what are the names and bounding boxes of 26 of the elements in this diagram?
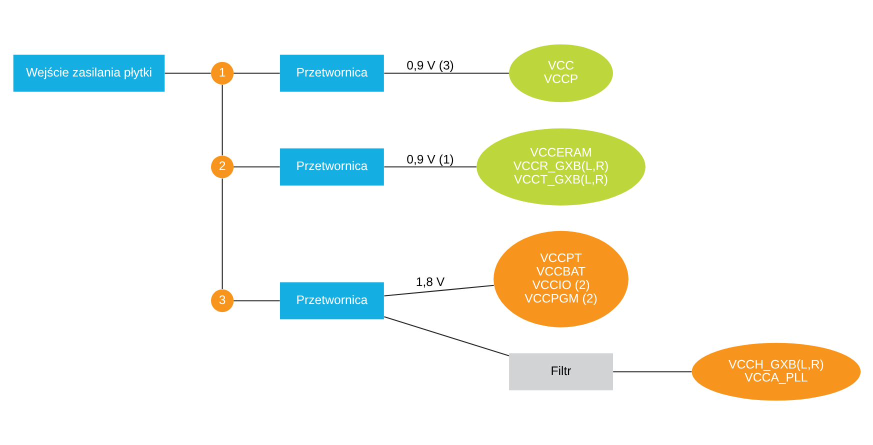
edge-label: 0,9 V (1) (406, 152, 454, 166)
connector (384, 316, 509, 356)
node-box: Wejście zasilania płytki (12, 54, 164, 92)
node-circle: 1 (210, 62, 234, 85)
node-box: Przetwornica (279, 282, 384, 320)
node-ellipse: VCCH_GXB(L,R) VCCA_PLL (691, 342, 860, 401)
node-box: Przetwornica (279, 54, 384, 92)
connector (221, 84, 222, 156)
connector (612, 371, 692, 372)
node-ellipse: VCCERAM VCCR_GXB(L,R) VCCT_GXB(L,R) (476, 128, 645, 206)
connector (384, 284, 494, 296)
node-circle: 3 (210, 289, 234, 312)
connector (384, 72, 508, 74)
edge-label: 1,8 V (415, 274, 444, 289)
node-box: Filtr (508, 353, 612, 390)
connector (221, 178, 222, 290)
node-circle: 2 (210, 156, 234, 178)
connector (384, 166, 476, 168)
connector (233, 300, 280, 302)
node-ellipse: VCC VCCP (508, 44, 612, 102)
node-ellipse: VCCPT VCCBAT VCCIO (2) VCCPGM (2) (493, 230, 628, 328)
connector (233, 72, 280, 74)
connector (164, 72, 210, 74)
connector (233, 166, 280, 168)
node-box: Przetwornica (279, 148, 384, 186)
edge-label: 0,9 V (3) (406, 58, 454, 73)
